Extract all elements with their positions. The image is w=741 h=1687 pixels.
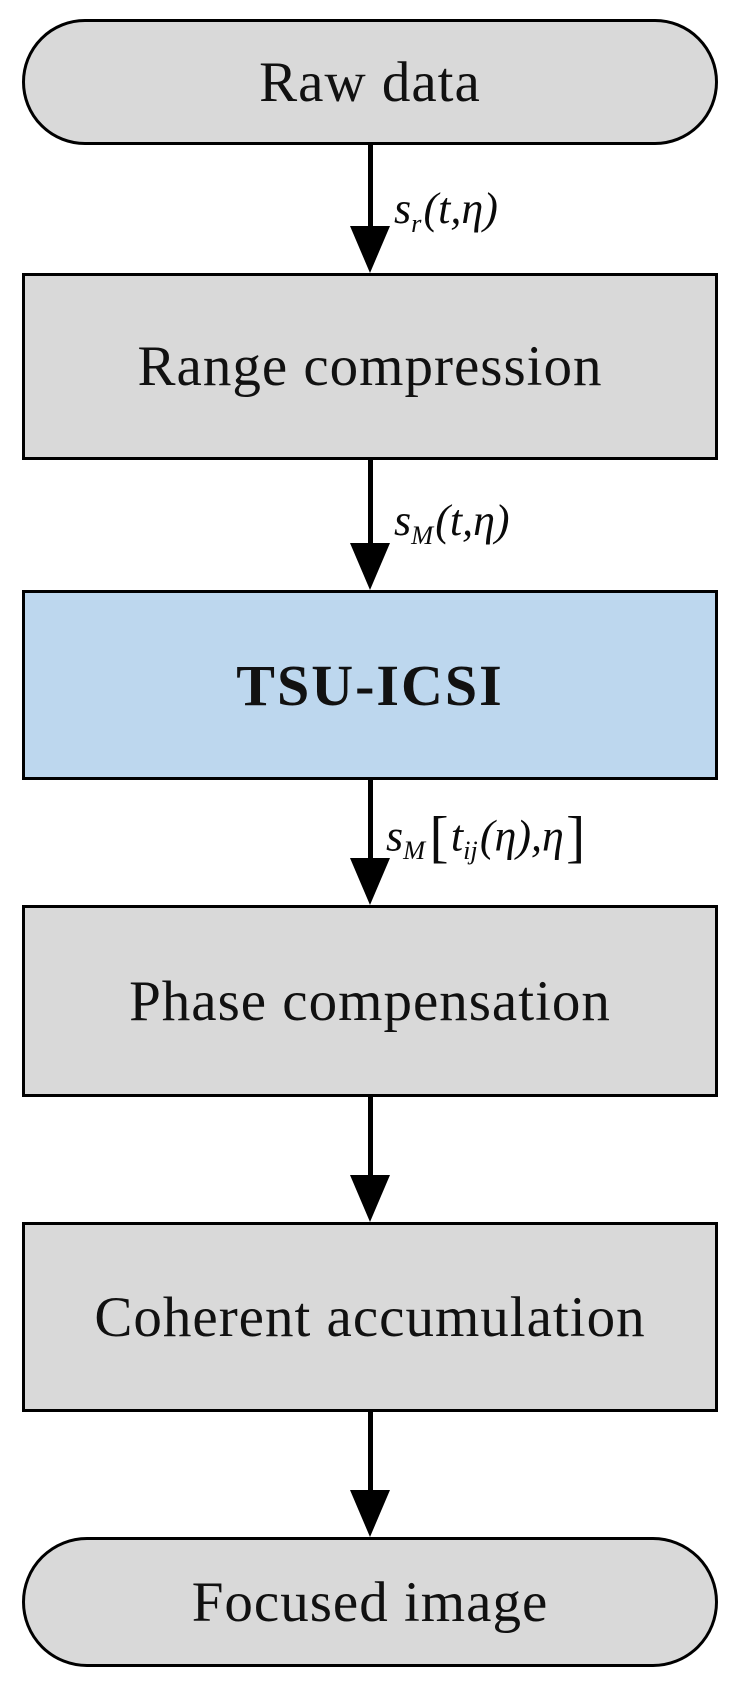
node-phase-compensation-label: Phase compensation (129, 969, 611, 1033)
math-inner-subscript: ij (463, 835, 478, 866)
node-range-compression: Range compression (22, 273, 718, 460)
node-raw-data: Raw data (22, 19, 718, 145)
math-close-bracket: ] (566, 805, 586, 869)
arrow-head-icon (350, 1490, 390, 1537)
edge-label-sr: sr(t,η) (394, 152, 498, 264)
math-subscript: M (411, 519, 434, 550)
edge-label-sm: sM(t,η) (394, 460, 510, 580)
node-tsu-icsi-label: TSU-ICSI (236, 652, 504, 718)
math-subscript: M (403, 835, 426, 866)
arrow-head-icon (350, 226, 390, 273)
arrow-stem (368, 460, 373, 546)
arrow-stem (368, 145, 373, 229)
math-inner-args: (η),η (479, 810, 564, 860)
node-coherent-accumulation: Coherent accumulation (22, 1222, 718, 1412)
math-args: (t,η) (435, 495, 510, 545)
node-range-compression-label: Range compression (137, 335, 603, 398)
node-focused-image-label: Focused image (191, 1570, 549, 1634)
math-inner-base: t (450, 810, 464, 860)
node-focused-image: Focused image (22, 1537, 718, 1667)
math-open-bracket: [ (429, 805, 449, 869)
arrow-stem (368, 780, 373, 862)
math-base: s (386, 810, 404, 860)
math-base: s (394, 183, 412, 233)
edge-label-sm-tij: sM[tij(η),η] (386, 778, 587, 896)
arrow-head-icon (350, 1175, 390, 1222)
math-subscript: r (411, 207, 422, 238)
node-coherent-accumulation-label: Coherent accumulation (94, 1285, 646, 1349)
node-phase-compensation: Phase compensation (22, 905, 718, 1097)
arrow-head-icon (350, 858, 390, 905)
math-args: (t,η) (423, 183, 498, 233)
node-raw-data-label: Raw data (259, 50, 481, 114)
math-base: s (394, 495, 412, 545)
arrow-stem (368, 1412, 373, 1494)
arrow-stem (368, 1097, 373, 1179)
node-tsu-icsi: TSU-ICSI (22, 590, 718, 780)
arrow-head-icon (350, 543, 390, 590)
